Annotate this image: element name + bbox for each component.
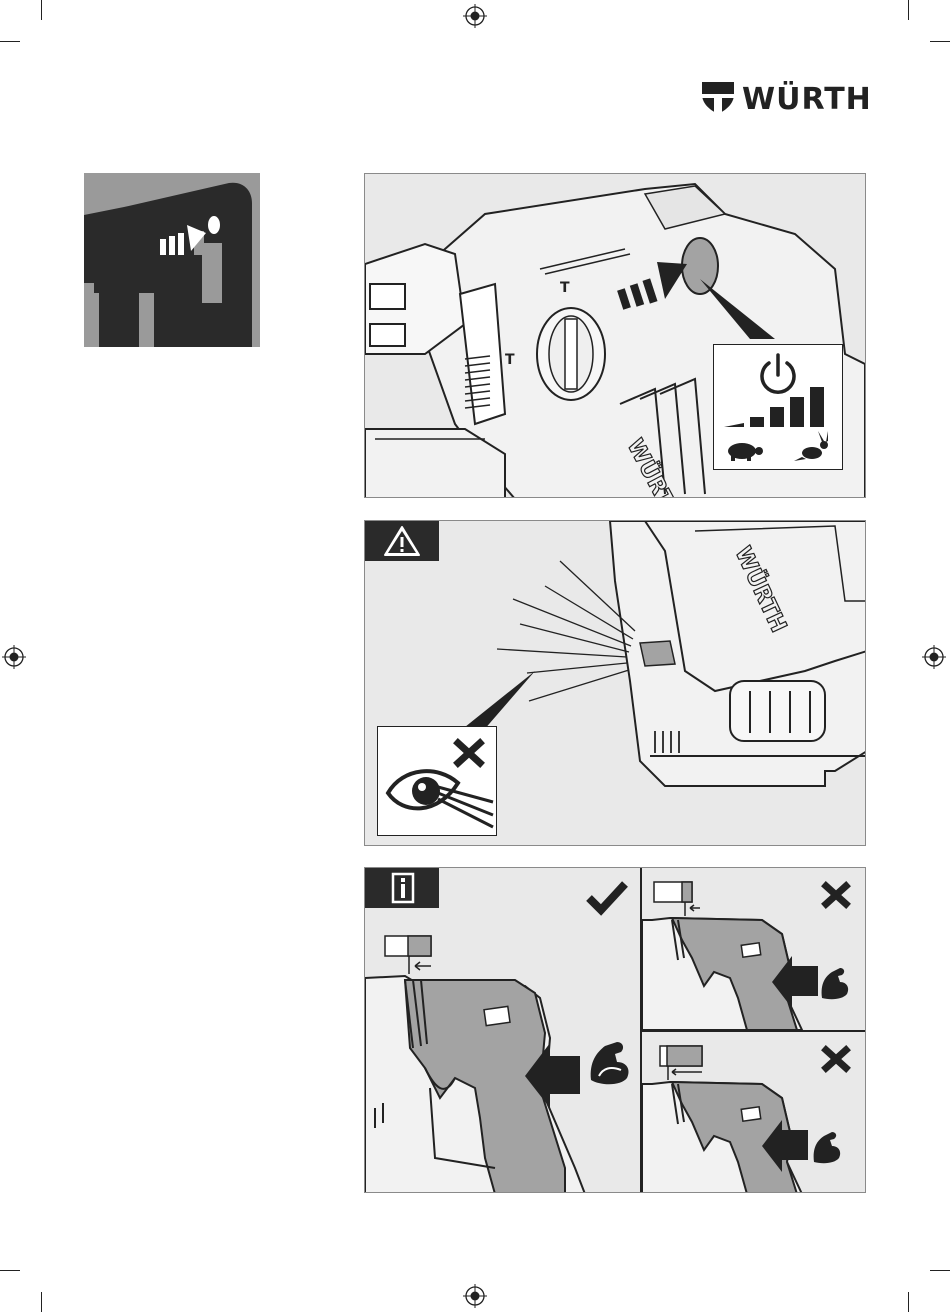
wurth-logo-icon <box>700 80 736 116</box>
turtle-icon <box>728 443 763 461</box>
check-icon <box>585 878 629 918</box>
crop-mark-br-v <box>908 1292 909 1312</box>
info-tab <box>365 868 439 908</box>
svg-text:T: T <box>560 280 570 296</box>
info-icon <box>365 868 439 908</box>
crop-mark-br-h <box>930 1270 950 1271</box>
warning-tab <box>365 521 439 561</box>
power-icon <box>762 355 794 392</box>
crop-mark-tr-h <box>930 41 950 42</box>
crop-mark-tl-h <box>0 41 20 42</box>
warning-triangle-icon <box>365 521 439 561</box>
panel-led-warning: WÜRTH <box>364 520 866 846</box>
grip-wrong-top-illustration <box>642 868 866 1030</box>
grip-wrong-bottom-illustration <box>642 1032 866 1193</box>
registration-mark-left <box>2 645 26 669</box>
crop-mark-bl-v <box>41 1292 42 1312</box>
svg-text:T: T <box>505 352 515 368</box>
panel-speed-switch: T T WÜRTH <box>364 173 866 498</box>
registration-mark-bottom <box>463 1284 487 1308</box>
muscle-arm-icon <box>587 1040 631 1086</box>
registration-mark-top <box>463 4 487 28</box>
brand-name: WÜRTH <box>742 82 872 118</box>
speed-callout <box>713 344 843 470</box>
rabbit-icon <box>794 431 828 461</box>
crop-mark-bl-h <box>0 1270 20 1271</box>
crop-mark-tl-v <box>41 0 42 20</box>
crop-mark-tr-v <box>908 0 909 20</box>
prohibited-x-icon <box>458 743 480 763</box>
drill-switch-thumbnail <box>84 173 260 347</box>
panel-grip-info <box>364 867 866 1193</box>
registration-mark-right <box>922 645 946 669</box>
eye-callout <box>377 726 497 836</box>
